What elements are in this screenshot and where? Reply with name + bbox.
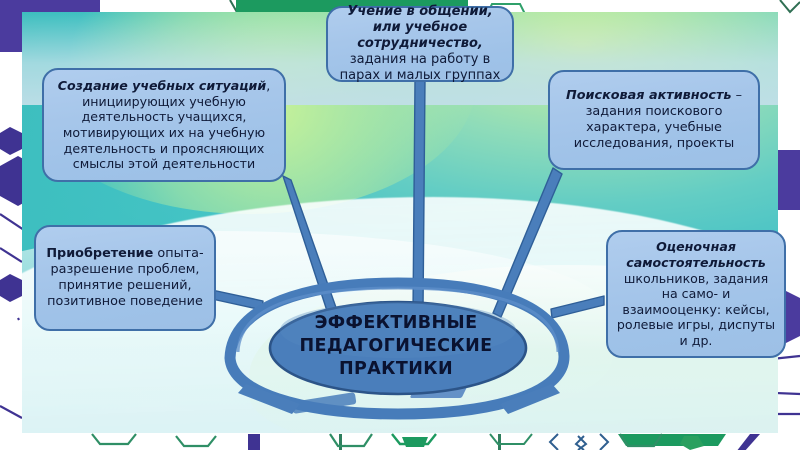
box-topleft-rest: , инициирующих учебную деятельность учащ… (62, 78, 271, 172)
box-search-activity[interactable]: Поисковая активность – задания поисковог… (548, 70, 760, 170)
box-topright-rest: – задания поискового характера, учебные … (573, 88, 742, 151)
box-top-emphasis: Учение в общении, или учебное сотрудниче… (347, 3, 493, 51)
box-topright-emphasis: Поисковая активность (566, 88, 732, 104)
connector-to-search-activity (492, 167, 563, 318)
hub-ring-tails (238, 384, 560, 414)
hub-ellipse (268, 300, 528, 396)
hub-ellipse-sheen (280, 302, 516, 358)
hub-outer-ring-highlight (236, 286, 560, 353)
box-topleft-emphasis: Создание учебных ситуаций (57, 78, 267, 94)
hub-label: ЭФФЕКТИВНЫЕ ПЕДАГОГИЧЕСКИЕ ПРАКТИКИ (299, 313, 493, 379)
box-right-rest: школьников, задания на само- и взаимооце… (616, 270, 776, 349)
box-left-emphasis: Приобретение (46, 246, 154, 262)
box-right-emphasis: Оценочная самостоятельность (626, 239, 766, 270)
box-acquiring-experience[interactable]: Приобретение опыта-разрешение проблем, п… (34, 225, 216, 331)
box-top-rest: задания на работу в парах и малых группа… (339, 52, 501, 84)
box-left-rest: опыта-разрешение проблем, принятие решен… (47, 246, 204, 309)
box-evaluative-independence[interactable]: Оценочная самостоятельность школьников, … (606, 230, 786, 358)
box-learning-in-communication[interactable]: Учение в общении, или учебное сотрудниче… (326, 3, 514, 84)
box-creating-learning-situations[interactable]: Создание учебных ситуаций, инициирующих … (42, 68, 286, 182)
hub-outer-ring (224, 277, 570, 420)
